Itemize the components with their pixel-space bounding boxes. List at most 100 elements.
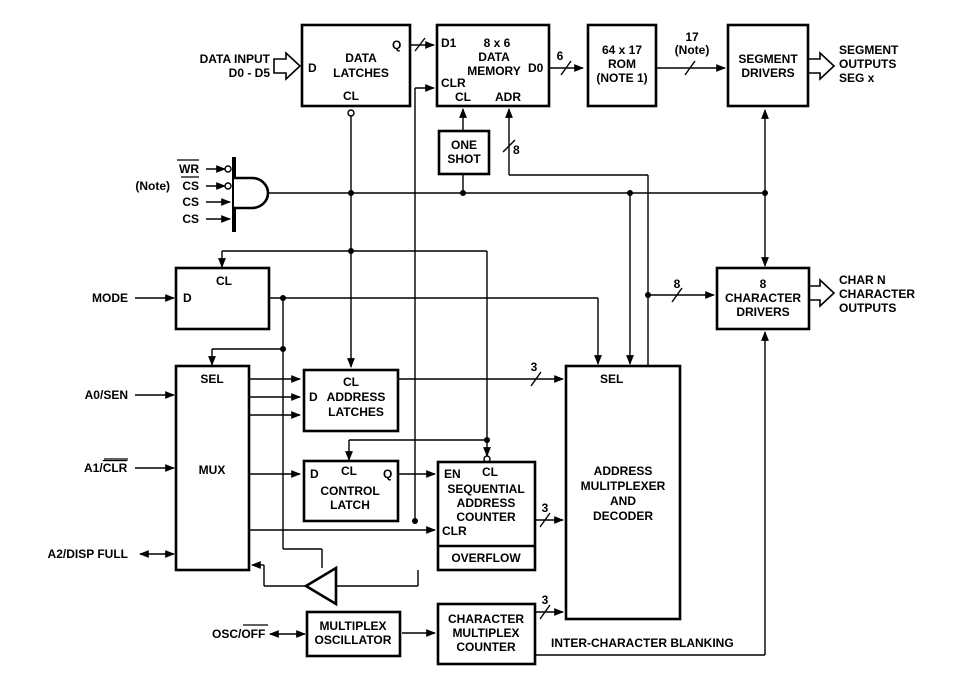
character-drivers-title-1: 8 — [760, 277, 767, 291]
character-drivers-title-2: CHARACTER — [725, 291, 801, 305]
wr-label: WR — [179, 162, 199, 176]
segment-output-1: SEGMENT — [839, 43, 899, 57]
cs-label-1: CS — [182, 195, 199, 209]
data-latches-q-pin: Q — [392, 38, 401, 52]
char-output-1: CHAR N — [839, 273, 886, 287]
segment-drivers-title-2: DRIVERS — [741, 66, 794, 80]
char-output-3: OUTPUTS — [839, 301, 896, 315]
data-latches-title-2: LATCHES — [333, 66, 389, 80]
sequential-counter-block — [436, 460, 537, 572]
cs-bar-label: CS — [182, 179, 199, 193]
oscillator-title-2: OSCILLATOR — [315, 633, 392, 647]
address-latches-title-2: ADDRESS — [327, 390, 386, 404]
address-latches-block — [302, 368, 400, 433]
osc-label: OSC/OFF — [212, 627, 265, 641]
seq-counter-en-pin: EN — [444, 467, 461, 481]
data-memory-d0-pin: D0 — [528, 61, 544, 75]
char-counter-title-1: CHARACTER — [448, 612, 524, 626]
data-memory-clr-pin: CLR — [441, 76, 466, 90]
mode-label: MODE — [92, 291, 128, 305]
char-output-2: CHARACTER — [839, 287, 915, 301]
bus-label-8-adr: 8 — [513, 143, 520, 157]
control-latch-cl-pin: CL — [341, 464, 357, 478]
and-gate — [224, 157, 270, 232]
decoder-title-3: AND — [610, 494, 636, 508]
mode-latch-block — [174, 266, 271, 331]
multiplex-oscillator-block — [305, 610, 402, 658]
control-latch-q-pin: Q — [383, 467, 392, 481]
seq-counter-title-3: COUNTER — [456, 510, 516, 524]
blanking-label: INTER-CHARACTER BLANKING — [551, 636, 734, 650]
wires — [135, 37, 769, 656]
data-memory-title-2: DATA — [478, 50, 510, 64]
data-memory-adr-pin: ADR — [495, 90, 521, 104]
address-mux-decoder-block — [564, 364, 682, 621]
a1-label: A1/CLR — [84, 461, 128, 475]
segment-output-arrow-icon — [807, 51, 836, 81]
data-input-arrow-icon — [273, 51, 302, 81]
char-mux-counter-block — [436, 602, 537, 666]
mux-title: MUX — [199, 463, 226, 477]
character-drivers-title-3: DRIVERS — [736, 305, 789, 319]
a2-label: A2/DISP FULL — [48, 547, 128, 561]
hollow-arrows — [273, 51, 836, 308]
data-memory-title-1: 8 x 6 — [484, 36, 511, 50]
segment-output-3: SEG x — [839, 71, 875, 85]
rom-title-3: (NOTE 1) — [596, 71, 647, 85]
data-memory-title-3: MEMORY — [467, 64, 521, 78]
cs-label-2: CS — [182, 212, 199, 226]
char-counter-title-3: COUNTER — [456, 640, 516, 654]
data-memory-cl-pin: CL — [455, 90, 471, 104]
rom-title-2: ROM — [608, 57, 636, 71]
decoder-title-2: MULITPLEXER — [581, 479, 666, 493]
note-label: (Note) — [135, 179, 170, 193]
a0-label: A0/SEN — [85, 388, 128, 402]
segment-drivers-title-1: SEGMENT — [738, 52, 798, 66]
seq-counter-title-2: ADDRESS — [457, 496, 516, 510]
data-memory-d1-pin: D1 — [441, 36, 457, 50]
rom-block — [586, 23, 658, 108]
character-drivers-block — [715, 266, 811, 331]
one-shot-block — [437, 129, 491, 176]
seq-counter-clr-pin: CLR — [442, 524, 467, 538]
control-latch-title-2: LATCH — [330, 498, 370, 512]
one-shot-title-1: ONE — [451, 138, 477, 152]
address-latches-cl-pin: CL — [343, 375, 359, 389]
bus-label-6: 6 — [557, 49, 564, 63]
segment-drivers-block — [726, 23, 810, 108]
control-latch-d-pin: D — [310, 467, 319, 481]
decoder-title-4: DECODER — [593, 509, 653, 523]
address-latches-title-3: LATCHES — [328, 405, 384, 419]
mode-latch-d-pin: D — [183, 291, 192, 305]
address-latches-d-pin: D — [309, 390, 318, 404]
data-latches-block — [300, 23, 412, 108]
buffer-triangle-icon — [303, 565, 338, 607]
data-latches-cl-pin: CL — [343, 89, 359, 103]
control-latch-title-1: CONTROL — [320, 484, 379, 498]
oscillator-title-1: MULTIPLEX — [319, 619, 386, 633]
segment-output-2: OUTPUTS — [839, 57, 896, 71]
decoder-sel-pin: SEL — [600, 372, 623, 386]
mode-latch-cl-pin: CL — [216, 274, 232, 288]
bus-label-17-note: (Note) — [675, 43, 710, 57]
clr-overbar-text: CLR — [103, 461, 128, 475]
decoder-title-1: ADDRESS — [594, 464, 653, 478]
control-latch-block — [302, 459, 400, 523]
junction-dots — [280, 190, 768, 524]
data-input-range: D0 - D5 — [229, 66, 271, 80]
bus-label-8-char: 8 — [674, 277, 681, 291]
overflow-label: OVERFLOW — [451, 551, 521, 565]
one-shot-title-2: SHOT — [447, 152, 481, 166]
data-latches-title-1: DATA — [345, 51, 377, 65]
char-output-arrow-icon — [807, 278, 836, 308]
seq-counter-title-1: SEQUENTIAL — [447, 482, 524, 496]
mux-sel-pin: SEL — [200, 372, 223, 386]
mux-block — [174, 364, 251, 572]
bus-label-17: 17 — [685, 30, 699, 44]
char-counter-title-2: MULTIPLEX — [452, 626, 519, 640]
data-latches-d-pin: D — [308, 61, 317, 75]
data-input-label: DATA INPUT — [200, 52, 271, 66]
seq-counter-cl-pin: CL — [482, 465, 498, 479]
rom-title-1: 64 x 17 — [602, 43, 642, 57]
